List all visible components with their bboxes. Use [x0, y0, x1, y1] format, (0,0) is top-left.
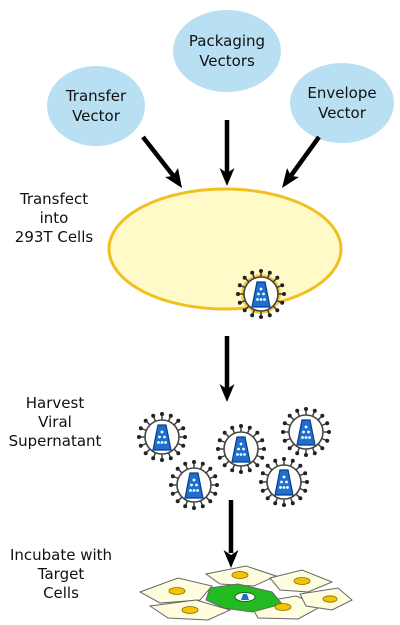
packaging-vectors-bubble: Packaging Vectors	[173, 10, 281, 92]
arrow-to-harvest-icon	[220, 336, 235, 402]
incubate-line2: Target	[37, 565, 85, 583]
arrow-from-envelope-icon	[282, 135, 321, 188]
harvested-virus-1-icon	[136, 411, 188, 463]
transfect-line3: 293T Cells	[14, 228, 94, 246]
arrow-from-packaging-icon	[220, 120, 235, 186]
envelope-vector-line2: Vector	[318, 104, 366, 122]
harvested-virus-4-icon	[168, 459, 220, 511]
harvest-label: Harvest Viral Supernatant	[0, 394, 110, 451]
transfect-label: Transfect into 293T Cells	[4, 190, 104, 247]
packaging-vectors-label: Packaging Vectors	[189, 31, 265, 71]
producer-cell	[107, 187, 343, 311]
envelope-vector-bubble: Envelope Vector	[290, 63, 394, 143]
packaging-vectors-line1: Packaging	[188, 32, 266, 50]
packaging-vectors-line2: Vectors	[199, 52, 255, 70]
envelope-vector-label: Envelope Vector	[307, 83, 376, 123]
budding-virus-icon	[235, 268, 287, 320]
transfer-vector-bubble: Transfer Vector	[47, 66, 145, 146]
harvested-virus-5-icon	[258, 456, 310, 508]
harvest-line2: Viral	[38, 413, 72, 431]
arrow-to-target-icon	[223, 500, 239, 568]
transfer-vector-line1: Transfer	[65, 87, 127, 105]
incubate-line3: Cells	[43, 584, 79, 602]
harvested-virus-3-icon	[280, 406, 332, 458]
harvest-line1: Harvest	[25, 394, 85, 412]
arrow-from-transfer-icon	[141, 135, 182, 188]
transfer-vector-line2: Vector	[72, 107, 120, 125]
transfect-line2: into	[39, 209, 69, 227]
harvested-virus-2-icon	[215, 423, 267, 475]
envelope-vector-line1: Envelope	[307, 84, 377, 102]
incubate-label: Incubate with Target Cells	[0, 546, 122, 603]
transfect-line1: Transfect	[19, 190, 89, 208]
transduced-nucleus-icon	[234, 592, 256, 602]
incubate-line1: Incubate with	[9, 546, 113, 564]
harvest-line3: Supernatant	[8, 432, 102, 450]
transfer-vector-label: Transfer Vector	[66, 86, 126, 126]
target-nuclei	[168, 571, 338, 614]
